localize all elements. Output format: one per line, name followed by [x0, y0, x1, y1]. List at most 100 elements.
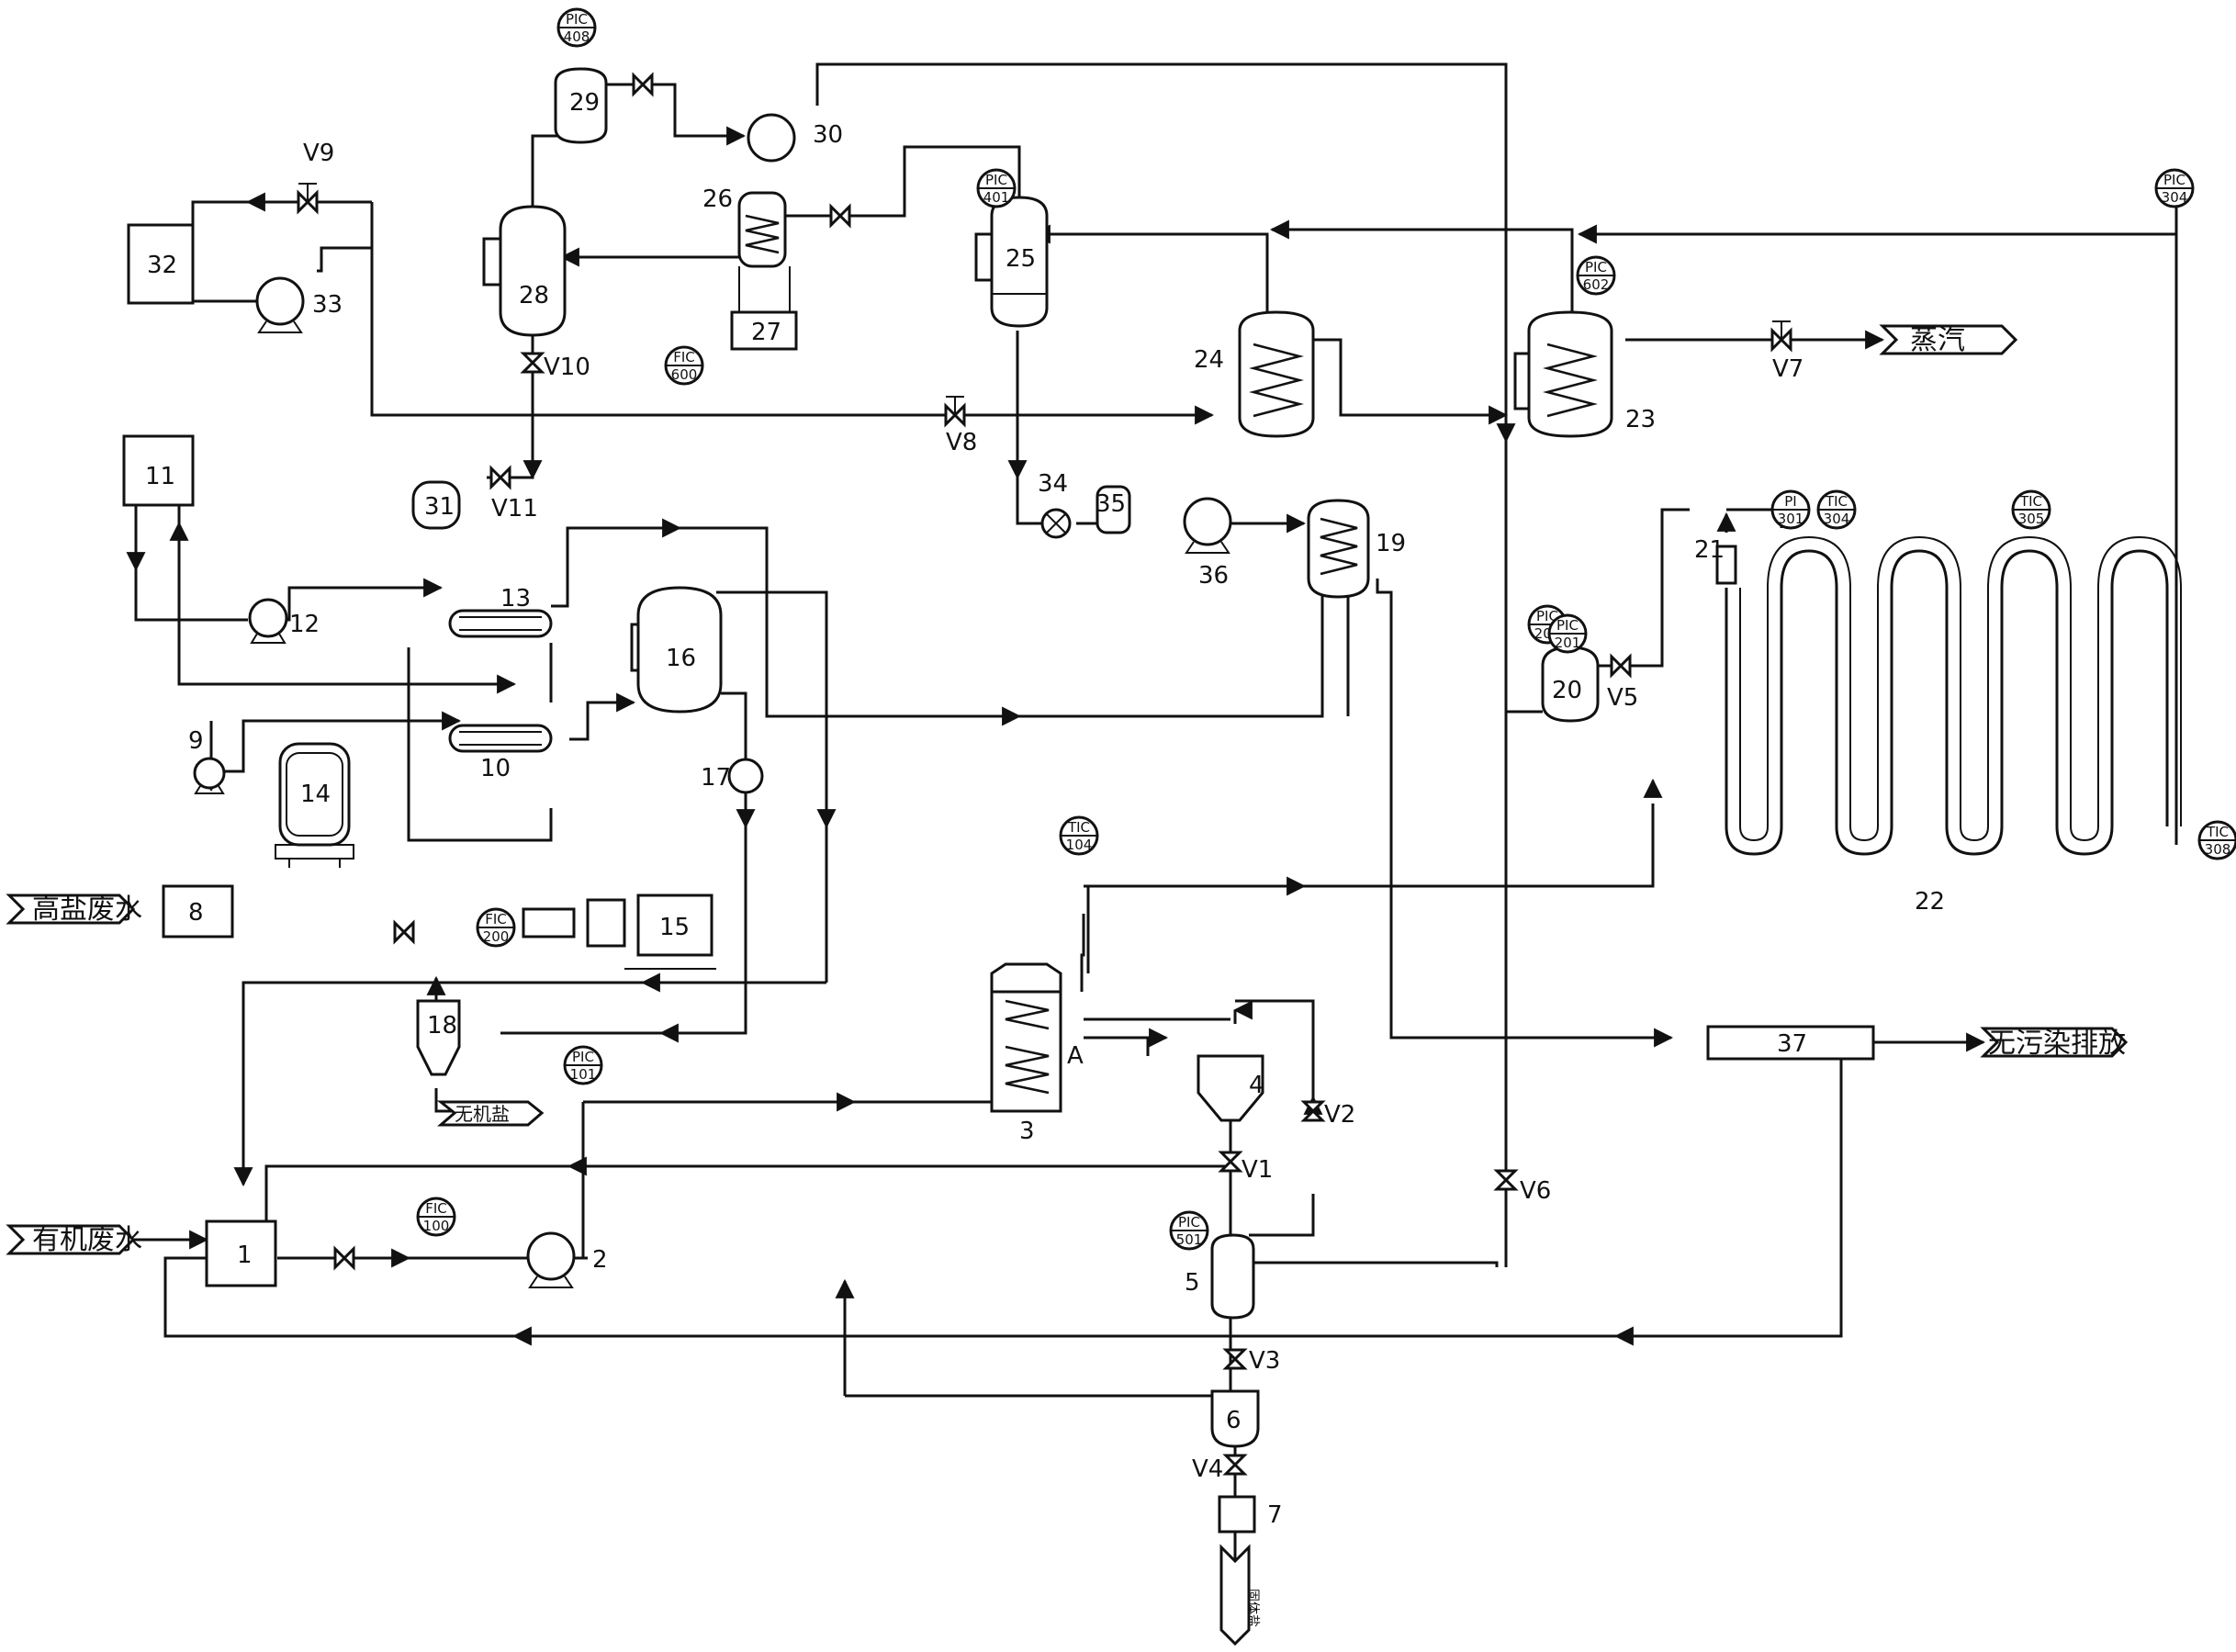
pump-17: 17	[701, 758, 764, 794]
eq20-label: 20	[1552, 677, 1582, 704]
instrument-number: 408	[564, 28, 590, 45]
instrument-type: PIC	[572, 1049, 594, 1065]
instrument-number: 100	[423, 1218, 450, 1234]
valve-line-1-2[interactable]	[333, 1245, 355, 1271]
eq9-label: 9	[188, 727, 204, 755]
separator-18: 18	[416, 999, 461, 1076]
stream-high-salt-wastewater: 高盐废水	[6, 893, 142, 926]
vessel-6: 6	[1210, 1389, 1260, 1448]
valve-V10[interactable]: V10	[520, 352, 590, 381]
valve-V8[interactable]: V8	[944, 396, 977, 456]
instrument-number: 401	[983, 189, 1010, 206]
svg-text:V6: V6	[1520, 1177, 1551, 1205]
vessel-29: 29	[554, 67, 608, 144]
valve-29-30[interactable]	[632, 72, 654, 97]
eq36-label: 36	[1198, 562, 1229, 590]
exchanger-26: 26	[702, 185, 787, 268]
instrument-number: 301	[1778, 511, 1804, 527]
eq12-label: 12	[289, 611, 320, 638]
eq35-label: 35	[1096, 490, 1126, 518]
instrument-type: PIC	[1585, 259, 1607, 275]
valve-V6[interactable]: V6	[1493, 1169, 1551, 1205]
pump-33: 33	[255, 276, 343, 333]
instrument-number: 101	[570, 1066, 597, 1083]
svg-text:蒸汽: 蒸汽	[1910, 324, 1965, 356]
instrument-number: 104	[1066, 837, 1093, 853]
svg-text:V2: V2	[1324, 1101, 1355, 1129]
instrument-type: PI	[1784, 493, 1796, 510]
svg-text:V8: V8	[946, 429, 977, 456]
instrument-type: PIC	[566, 11, 588, 28]
point-a-label: A	[1067, 1042, 1084, 1070]
eq6-label: 6	[1226, 1407, 1242, 1434]
eq7-label: 7	[1267, 1501, 1283, 1529]
instrument-number: 308	[2205, 841, 2231, 858]
vessel-25: 25	[974, 196, 1049, 328]
eq13-label: 13	[500, 585, 531, 612]
exchanger-19: 19	[1307, 499, 1406, 599]
instrument-number: 501	[1176, 1231, 1203, 1248]
pump-30: 30	[747, 113, 843, 163]
svg-text:V9: V9	[303, 140, 334, 167]
vessel-20: 20	[1541, 646, 1600, 723]
drum-31: 31	[411, 480, 461, 530]
svg-text:有机废水: 有机废水	[32, 1224, 142, 1256]
eq1-label: 1	[237, 1242, 253, 1269]
instrument-number: 304	[2162, 189, 2188, 206]
eq2-label: 2	[592, 1246, 608, 1274]
eq24-label: 24	[1194, 346, 1224, 374]
eq5-label: 5	[1185, 1269, 1200, 1297]
instrument-type: FIC	[485, 911, 507, 927]
eq23-label: 23	[1625, 406, 1656, 433]
eq18-label: 18	[427, 1012, 457, 1040]
box-37: 37	[1706, 1025, 1875, 1061]
exchanger-13: 13	[448, 585, 553, 638]
tank-8: 8	[162, 884, 234, 938]
valve-V1[interactable]: V1	[1218, 1151, 1273, 1184]
stream-organic-wastewater: 有机废水	[6, 1224, 142, 1256]
eq21-label: 21	[1694, 536, 1725, 564]
tubular-reactor-22: 22	[1725, 535, 2182, 916]
piping	[126, 62, 2178, 1591]
svg-text:V3: V3	[1249, 1347, 1280, 1375]
valve-V3[interactable]: V3	[1222, 1347, 1280, 1375]
valve-V7[interactable]: V7	[1770, 320, 1803, 383]
valve-V5[interactable]: V5	[1607, 653, 1638, 712]
svg-text:V1: V1	[1242, 1156, 1273, 1184]
eq34-label: 34	[1038, 470, 1068, 498]
vessel-35: 35	[1096, 485, 1131, 534]
eq17-label: 17	[701, 764, 731, 792]
tank-11: 11	[122, 434, 195, 507]
tank-14: 14	[275, 742, 354, 868]
valve-14-15[interactable]	[393, 919, 415, 945]
tank-1: 1	[205, 1219, 277, 1287]
eq8-label: 8	[188, 899, 204, 927]
box-7: 7	[1218, 1495, 1283, 1534]
pump-2: 2	[526, 1231, 608, 1288]
eq15-label: 15	[659, 914, 690, 941]
column-28: 28	[482, 205, 567, 337]
valve-V2[interactable]: V2	[1300, 1100, 1355, 1129]
valve-26-25[interactable]	[829, 203, 851, 229]
eq22-label: 22	[1915, 888, 1945, 916]
eq4-label: 4	[1249, 1072, 1264, 1099]
valve-V11[interactable]: V11	[489, 465, 538, 523]
separator-4: 4	[1197, 1054, 1264, 1122]
valve-V4[interactable]: V4	[1192, 1454, 1248, 1483]
eq28-label: 28	[519, 282, 549, 309]
instrument-number: 600	[671, 366, 698, 383]
instrument-type: FIC	[425, 1200, 447, 1217]
valve-V9[interactable]: V9	[297, 140, 334, 215]
svg-text:固体盐: 固体盐	[1245, 1589, 1260, 1627]
crystallizer-16: 16	[630, 586, 723, 714]
pump-12: 12	[248, 598, 320, 644]
